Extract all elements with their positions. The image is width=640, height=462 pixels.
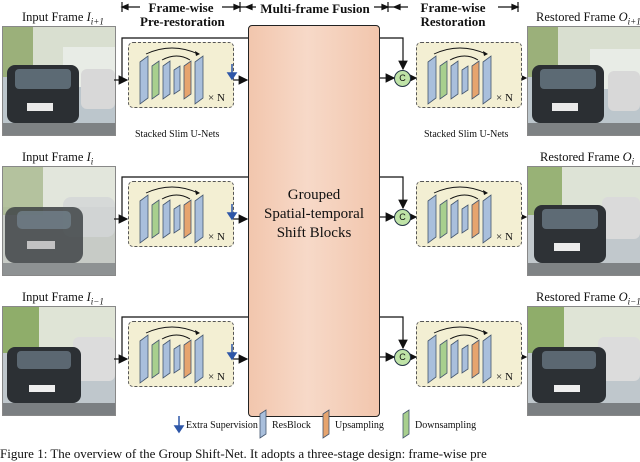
- repeat-label-pre-row1: × N: [208, 92, 225, 104]
- restored-frame-image-row3: [527, 306, 640, 416]
- repeat-label-pre-row2: × N: [208, 231, 225, 243]
- concat-node-row3: C: [394, 349, 411, 366]
- stage2-header: Multi-frame Fusion: [256, 1, 374, 17]
- input-frame-image-row3: [2, 306, 116, 416]
- stage1-header: Frame-wise Pre-restoration: [140, 0, 225, 29]
- input-frame-image-row2: [2, 166, 116, 276]
- legend-upsampling-label: Upsampling: [335, 420, 384, 431]
- input-frame-image-row1: [2, 26, 116, 136]
- concat-node-row1: C: [394, 70, 411, 87]
- repeat-label-post-row1: × N: [496, 92, 513, 104]
- output-label-row2: Restored Frame Oi: [540, 150, 635, 167]
- legend-upsampling-glyph: [322, 409, 330, 439]
- repeat-label-pre-row3: × N: [208, 371, 225, 383]
- legend-resblock-label: ResBlock: [272, 420, 311, 431]
- output-label-row1: Restored Frame Oi+1: [536, 10, 640, 27]
- repeat-label-post-row2: × N: [496, 231, 513, 243]
- stage3-header: Frame-wise Restoration: [408, 1, 498, 29]
- restored-frame-image-row1: [527, 26, 640, 136]
- legend-downsampling-glyph: [402, 409, 410, 439]
- unet-caption-pre: Stacked Slim U-Nets: [135, 129, 220, 140]
- repeat-label-post-row3: × N: [496, 371, 513, 383]
- restored-frame-image-row2: [527, 166, 640, 276]
- input-label-row2: Input Frame Ii: [22, 150, 94, 167]
- fusion-line-3: Shift Blocks: [276, 225, 352, 241]
- fusion-line-1: Grouped: [287, 187, 341, 203]
- legend-resblock-glyph: [259, 409, 267, 439]
- input-label-row1: Input Frame Ii+1: [22, 10, 104, 27]
- input-label-row3: Input Frame Ii−1: [22, 290, 104, 307]
- fusion-line-2: Spatial-temporal: [264, 206, 364, 222]
- concat-node-row2: C: [394, 209, 411, 226]
- legend-downsampling-label: Downsampling: [415, 420, 477, 431]
- figure-caption: Figure 1: The overview of the Group Shif…: [0, 446, 487, 461]
- output-label-row3: Restored Frame Oi−1: [536, 290, 640, 307]
- legend-supervision-label: Extra Supervision: [186, 420, 258, 431]
- unet-caption-post: Stacked Slim U-Nets: [424, 129, 509, 140]
- grouped-shift-blocks: Grouped Spatial-temporal Shift Blocks: [248, 25, 380, 417]
